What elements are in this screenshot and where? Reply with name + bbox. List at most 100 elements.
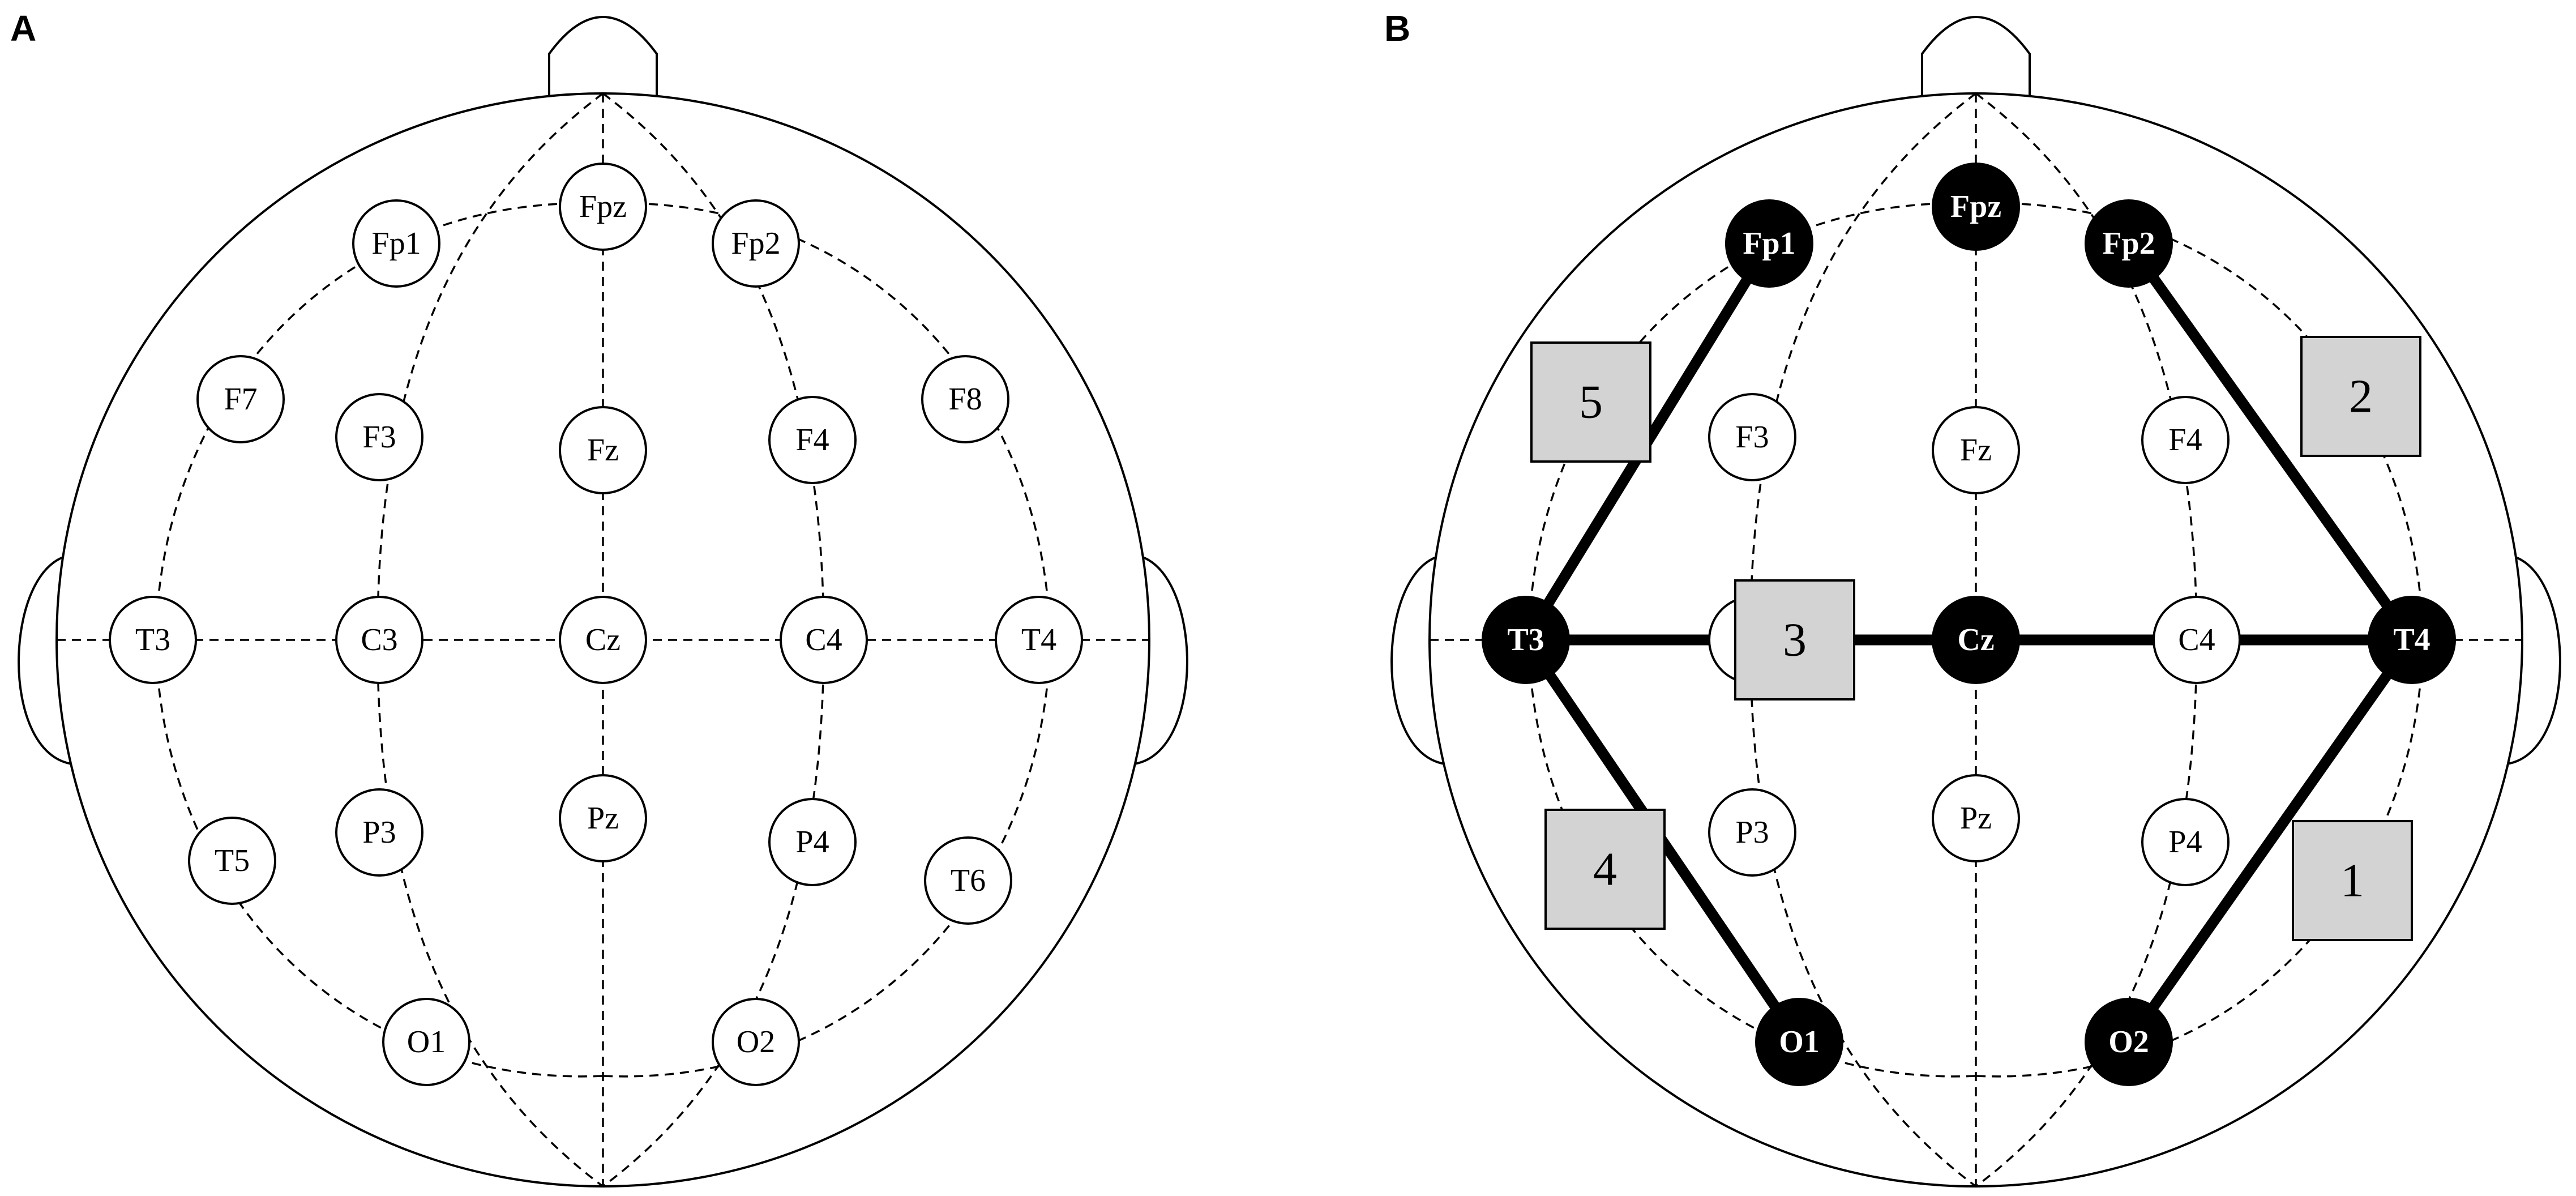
electrode-o2: O2 <box>712 998 800 1086</box>
electrode-marker <box>1708 393 1796 481</box>
electrode-marker <box>712 199 800 288</box>
channel-number: 2 <box>2349 370 2373 423</box>
electrode-marker <box>352 199 440 288</box>
channel-number: 1 <box>2340 855 2364 907</box>
electrode-label: Fp1 <box>1743 226 1795 261</box>
electrode-fp2: Fp2 <box>712 199 800 288</box>
electrode-label: F4 <box>2168 422 2202 458</box>
electrode-label: T3 <box>135 622 170 657</box>
electrode-fp1: Fp1 <box>352 199 440 288</box>
electrode-marker <box>1932 596 2020 684</box>
channel-1-box: 1 <box>2292 820 2413 941</box>
electrode-label: F4 <box>795 422 829 458</box>
electrode-marker <box>2153 596 2241 684</box>
electrode-marker <box>196 355 285 443</box>
electrode-t4: T4 <box>995 596 1083 684</box>
electrode-label: Fp2 <box>731 226 780 261</box>
channel-2-line <box>2123 238 2417 646</box>
electrode-o1: O1 <box>1755 998 1843 1086</box>
electrode-marker <box>109 596 197 684</box>
electrode-marker <box>335 596 423 684</box>
electrode-marker <box>559 596 647 684</box>
channel-5-box: 5 <box>1530 341 1651 463</box>
outer-right-circumference <box>602 202 1051 1078</box>
electrode-marker <box>335 788 423 877</box>
electrode-label: C4 <box>805 622 842 657</box>
electrode-marker <box>188 817 276 905</box>
electrode-pz: Pz <box>559 774 647 862</box>
electrode-marker <box>382 998 470 1086</box>
electrode-label: Fz <box>1960 433 1992 468</box>
channel-2-box: 2 <box>2300 336 2421 457</box>
electrode-marker <box>780 596 868 684</box>
electrode-marker <box>559 406 647 494</box>
electrode-f4: F4 <box>2141 396 2230 484</box>
electrode-label: T4 <box>1021 622 1056 657</box>
electrode-marker <box>2368 596 2456 684</box>
channel-box-rect <box>1734 579 1855 700</box>
electrode-p4: P4 <box>2141 798 2230 886</box>
electrode-label: Fpz <box>1950 189 2001 224</box>
electrode-f3: F3 <box>335 393 423 481</box>
channel-box-rect <box>1530 341 1651 463</box>
electrode-label: Cz <box>585 622 621 657</box>
channel-number: 4 <box>1593 843 1617 896</box>
electrode-marker <box>921 355 1009 443</box>
electrode-marker <box>1932 774 2020 862</box>
channel-3-box: 3 <box>1734 579 1855 700</box>
electrode-t3: T3 <box>1482 596 1570 684</box>
electrode-f4: F4 <box>768 396 857 484</box>
electrode-marker <box>995 596 1083 684</box>
electrode-cz: Cz <box>559 596 647 684</box>
electrode-label: O1 <box>1779 1024 1820 1060</box>
electrode-o2: O2 <box>2085 998 2173 1086</box>
electrode-o1: O1 <box>382 998 470 1086</box>
electrode-c4: C4 <box>780 596 868 684</box>
electrode-marker <box>1482 596 1570 684</box>
channel-4-box: 4 <box>1544 809 1666 930</box>
electrode-label: C4 <box>2178 622 2215 657</box>
electrode-fpz: Fpz <box>1932 163 2020 251</box>
electrode-f7: F7 <box>196 355 285 443</box>
nose-outline <box>1921 16 2031 117</box>
nose-outline <box>548 16 658 117</box>
outer-right-circumference <box>1975 202 2424 1078</box>
electrode-f3: F3 <box>1708 393 1796 481</box>
electrode-marker <box>2085 199 2173 288</box>
electrode-fpz: Fpz <box>559 163 647 251</box>
electrode-cz: Cz <box>1932 596 2020 684</box>
electrode-label: F8 <box>948 382 982 417</box>
electrode-label: Pz <box>1960 801 1992 836</box>
electrode-t3: T3 <box>109 596 197 684</box>
channel-box-rect <box>2292 820 2413 941</box>
electrode-marker <box>768 396 857 484</box>
electrode-label: Fz <box>587 433 619 468</box>
electrode-label: P4 <box>2168 825 2202 860</box>
electrode-marker <box>1755 998 1843 1086</box>
channel-box-rect <box>1544 809 1666 930</box>
electrode-fp1: Fp1 <box>1725 199 1813 288</box>
electrode-label: P3 <box>362 815 396 850</box>
electrode-marker <box>2085 998 2173 1086</box>
electrode-t5: T5 <box>188 817 276 905</box>
electrode-label: O1 <box>407 1024 446 1060</box>
electrode-label: O2 <box>737 1024 775 1060</box>
electrode-marker <box>768 798 857 886</box>
electrode-label: T3 <box>1507 622 1544 657</box>
channel-box-rect <box>2300 336 2421 457</box>
electrode-p3: P3 <box>335 788 423 877</box>
channel-number: 3 <box>1783 614 1807 667</box>
electrode-label: P4 <box>795 825 829 860</box>
electrode-marker <box>2141 798 2230 886</box>
electrode-label: Fpz <box>579 189 627 224</box>
electrode-label: Fp1 <box>371 226 421 261</box>
electrode-pz: Pz <box>1932 774 2020 862</box>
electrode-label: F3 <box>1735 420 1769 455</box>
electrode-p4: P4 <box>768 798 857 886</box>
electrode-p3: P3 <box>1708 788 1796 877</box>
electrode-label: F3 <box>362 420 396 455</box>
electrode-label: Fp2 <box>2102 226 2155 261</box>
electrode-label: Cz <box>1957 622 1994 657</box>
